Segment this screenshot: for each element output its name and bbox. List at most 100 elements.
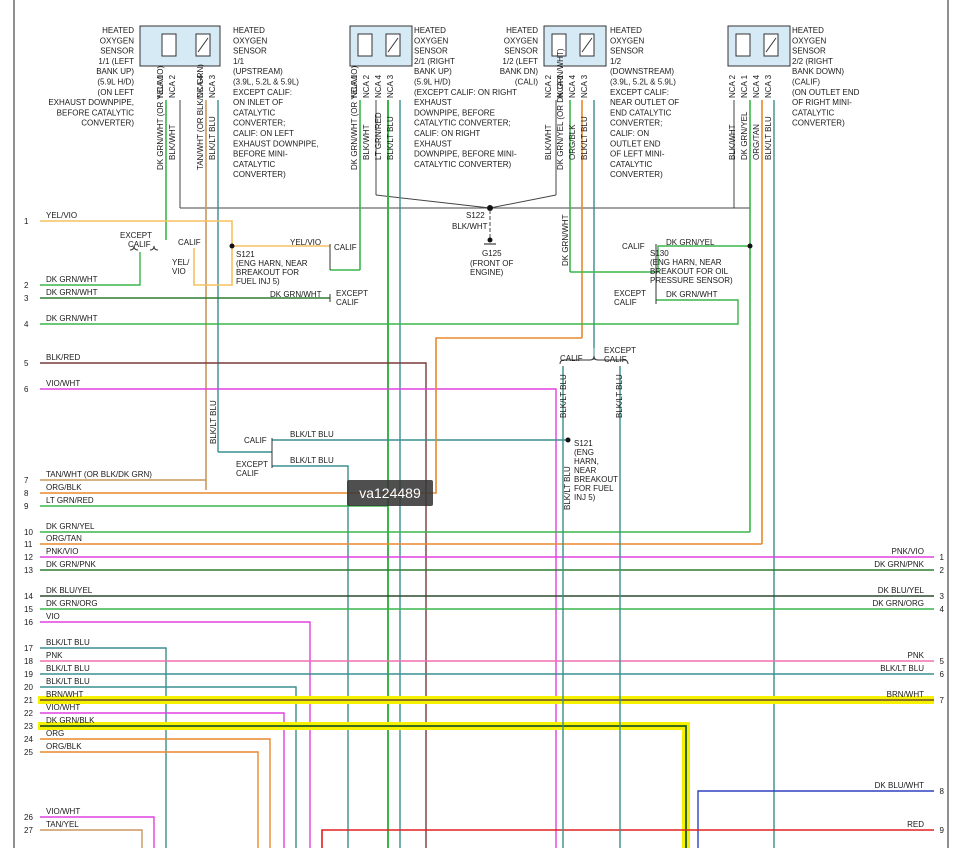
splice-label: FOR FUEL bbox=[574, 484, 614, 493]
sensor-description: CATALYTIC CONVERTER; bbox=[414, 119, 511, 128]
sensor-description: OXYGEN bbox=[414, 36, 448, 45]
sensor-description: (3.9L, 5.2L & 5.9L) bbox=[610, 78, 676, 87]
sensor-wire-label: BLK/WHT bbox=[168, 124, 177, 160]
sensor-description: (3.9L, 5.2L & 5.9L) bbox=[233, 78, 299, 87]
sensor-description: (5.9L H/D) bbox=[414, 78, 451, 87]
sensor-description: 2/1 (RIGHT bbox=[414, 57, 455, 66]
sensor-wire-label: DK GRN/YEL bbox=[740, 111, 749, 160]
splice-label: PRESSURE SENSOR) bbox=[650, 276, 733, 285]
sensor-description: OXYGEN bbox=[610, 36, 644, 45]
left-wire-label: ORG/TAN bbox=[46, 534, 82, 543]
sensor-description: DOWNPIPE, BEFORE MINI- bbox=[414, 150, 517, 159]
sensor-description: CATALYTIC bbox=[610, 160, 652, 169]
sensor-wire-label: BLK/LT BLU bbox=[580, 116, 589, 160]
left-pin-number: 26 bbox=[24, 813, 33, 822]
wire-label: DK GRN/WHT bbox=[666, 290, 718, 299]
sensor-description: HEATED bbox=[792, 26, 824, 35]
sensor-description: (UPSTREAM) bbox=[233, 67, 283, 76]
ground-note: ENGINE) bbox=[470, 268, 504, 277]
sensor-wire-label: DK GRN/WHT (OR YEL/VIO) bbox=[350, 66, 359, 170]
splice-label: HARN, bbox=[574, 457, 599, 466]
sensor-description: CONVERTER) bbox=[610, 170, 663, 179]
sensor-wire-label: BLK/WHT bbox=[728, 124, 737, 160]
sensor-wire-label: BLK/LT BLU bbox=[764, 116, 773, 160]
left-pin-number: 14 bbox=[24, 592, 33, 601]
sensor-description: BEFORE CATALYTIC bbox=[57, 108, 135, 117]
left-pin-number: 7 bbox=[24, 476, 29, 485]
sensor-description: OUTLET END bbox=[610, 139, 661, 148]
splice-label: BREAKOUT FOR bbox=[236, 268, 299, 277]
right-wire-label: DK GRN/PNK bbox=[874, 560, 924, 569]
right-wire-label: DK BLU/YEL bbox=[878, 586, 925, 595]
left-wire-label: DK GRN/WHT bbox=[46, 288, 98, 297]
sensor-description: CONVERTER; bbox=[233, 119, 285, 128]
left-pin-number: 9 bbox=[24, 502, 29, 511]
sensor-description: HEATED bbox=[506, 26, 538, 35]
sensor-description: DOWNPIPE, BEFORE bbox=[414, 108, 495, 117]
sensor-description: EXCEPT CALIF: bbox=[610, 88, 669, 97]
sensor-description: 1/2 bbox=[610, 57, 622, 66]
sensor-wire-label: LT GRN/RED bbox=[374, 112, 383, 160]
option-label: EXCEPT bbox=[236, 460, 268, 469]
splice-s122 bbox=[487, 205, 493, 211]
left-wire-label: PNK bbox=[46, 651, 63, 660]
wire-label: DK GRN/WHT bbox=[270, 290, 322, 299]
left-pin-number: 3 bbox=[24, 294, 29, 303]
connector-pin-label: NCA 4 bbox=[196, 74, 205, 98]
sensor-description: CONVERTER) bbox=[792, 119, 845, 128]
connector-pin-label: NCA 1 bbox=[556, 74, 565, 98]
left-pin-number: 8 bbox=[24, 489, 29, 498]
connector-pin-label: NCA 1 bbox=[156, 74, 165, 98]
left-pin-number: 22 bbox=[24, 709, 33, 718]
left-wire-label: DK BLU/YEL bbox=[46, 586, 93, 595]
left-pin-number: 4 bbox=[24, 320, 29, 329]
right-wire-label: PNK/VIO bbox=[892, 547, 924, 556]
splice-label: S121 bbox=[574, 439, 593, 448]
left-wire-label: VIO/WHT bbox=[46, 703, 80, 712]
splice-label: BREAKOUT bbox=[574, 475, 618, 484]
right-pin-number: 4 bbox=[940, 605, 945, 614]
left-pin-number: 5 bbox=[24, 359, 29, 368]
sensor-description: 1/2 (LEFT bbox=[502, 57, 538, 66]
left-pin-number: 15 bbox=[24, 605, 33, 614]
sensor-description: OF LEFT MINI- bbox=[610, 150, 665, 159]
option-label: EXCEPT bbox=[336, 289, 368, 298]
option-label: EXCEPT bbox=[614, 289, 646, 298]
option-label: EXCEPT bbox=[120, 231, 152, 240]
wire-label: YEL/ bbox=[172, 258, 190, 267]
connector-pin-label: NCA 4 bbox=[568, 74, 577, 98]
option-label: CALIF bbox=[614, 298, 637, 307]
ground-g125-icon bbox=[487, 237, 493, 243]
sensor-description: CONVERTER) bbox=[81, 119, 134, 128]
sensor-description: (CALIF) bbox=[792, 78, 820, 87]
sensor-description: NEAR OUTLET OF bbox=[610, 98, 679, 107]
sensor-wire-label: TAN/WHT (OR BLK/DK GRN) bbox=[196, 64, 205, 170]
option-label: CALIF bbox=[604, 355, 627, 364]
left-wire-label: DK GRN/ORG bbox=[46, 599, 98, 608]
sensor-description: EXCEPT CALIF: bbox=[233, 88, 292, 97]
sensor-description: EXHAUST bbox=[414, 98, 452, 107]
left-pin-number: 17 bbox=[24, 644, 33, 653]
left-pin-number: 11 bbox=[24, 540, 33, 549]
wire-label: BLK/LT BLU bbox=[615, 374, 624, 418]
sensor-description: HEATED bbox=[610, 26, 642, 35]
sensor-description: SENSOR bbox=[233, 47, 267, 56]
wire-label: BLK/LT BLU bbox=[290, 456, 334, 465]
left-wire-label: DK GRN/WHT bbox=[46, 314, 98, 323]
sensor-description: OF RIGHT MINI- bbox=[792, 98, 852, 107]
sensor-description: (5.9L H/D) bbox=[97, 78, 134, 87]
right-pin-number: 2 bbox=[940, 566, 945, 575]
sensor-description: HEATED bbox=[414, 26, 446, 35]
sensor-description: OXYGEN bbox=[792, 36, 826, 45]
sensor-description: HEATED bbox=[233, 26, 265, 35]
left-wire-label: DK GRN/BLK bbox=[46, 716, 95, 725]
right-pin-number: 5 bbox=[940, 657, 945, 666]
splice-label: FUEL INJ 5) bbox=[236, 277, 280, 286]
option-label: EXCEPT bbox=[604, 346, 636, 355]
left-wire-label: BLK/LT BLU bbox=[46, 638, 90, 647]
right-pin-number: 7 bbox=[940, 696, 945, 705]
sensor-description: SENSOR bbox=[414, 47, 448, 56]
wire-label: YEL/VIO bbox=[290, 238, 321, 247]
